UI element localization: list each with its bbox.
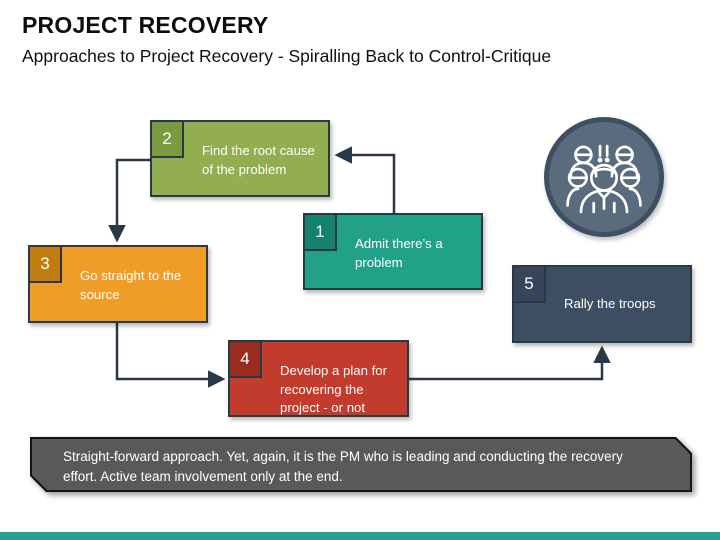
note-text: Straight-forward approach. Yet, again, i… [63,449,623,485]
step-box-develop-plan: 4 Develop a plan for recovering the proj… [228,340,409,417]
step-box-find-root-cause: 2 Find the root cause of the problem [150,120,330,197]
step-number-badge: 1 [303,213,337,251]
step-label: Find the root cause of the problem [202,143,315,177]
step-box-rally-troops: 5 Rally the troops [512,265,692,343]
step-box-admit-problem: 1 Admit there’s a problem [303,213,483,290]
step-label: Develop a plan for recovering the projec… [280,363,388,416]
note-banner: Straight-forward approach. Yet, again, i… [30,437,692,492]
step-label: Rally the troops [564,296,656,311]
step-number-badge: 4 [228,340,262,378]
step-label: Go straight to the source [80,268,182,302]
arrow-step3-to-step4 [115,321,226,388]
page-subtitle: Approaches to Project Recovery - Spirall… [22,46,552,66]
step-label: Admit there’s a problem [355,236,443,270]
footer-accent-bar [0,532,720,540]
step-number-badge: 5 [512,265,546,303]
arrow-step1-to-step2 [334,146,396,213]
arrow-step4-to-step5 [409,345,611,381]
team-circle-badge [544,117,664,237]
step-box-go-to-source: 3 Go straight to the source [28,245,208,323]
step-number-badge: 3 [28,245,62,283]
team-icon [566,144,642,214]
step-number-badge: 2 [150,120,184,158]
note-banner-fill [32,439,690,490]
arrow-step2-to-step3 [108,158,150,243]
page-title: PROJECT RECOVERY [22,12,269,38]
